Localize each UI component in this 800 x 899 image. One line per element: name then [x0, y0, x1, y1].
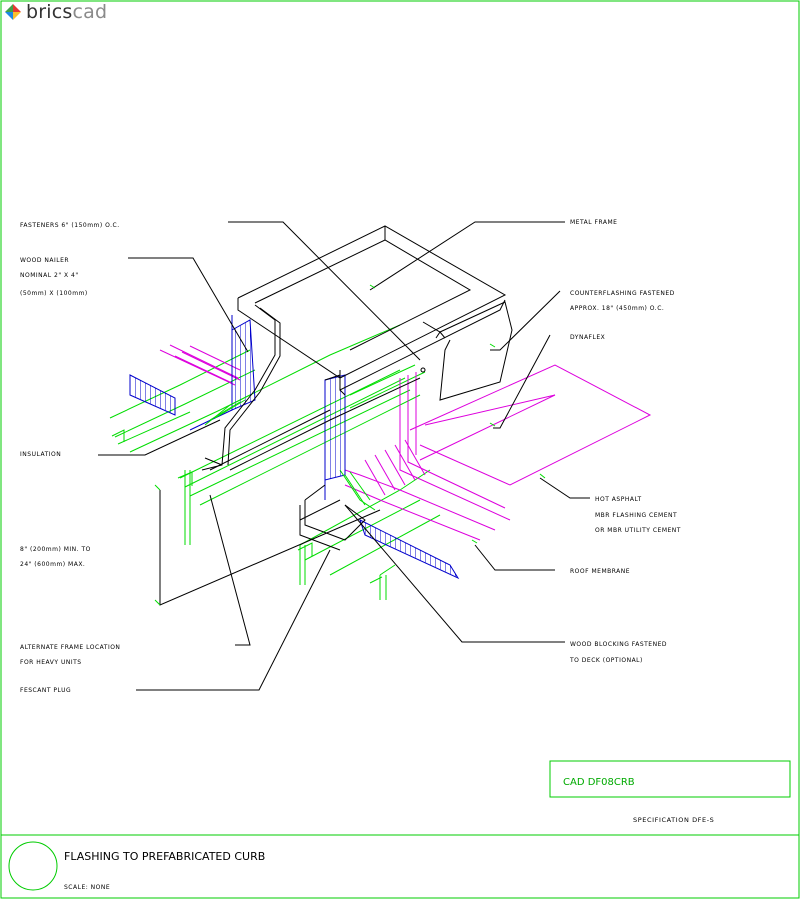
label-roof-membrane: ROOF MEMBRANE [570, 568, 630, 575]
leader-lines [98, 221, 590, 691]
drawing-title: FLASHING TO PREFABRICATED CURB [64, 850, 265, 863]
bricscad-logo: bricscad [4, 1, 107, 23]
scale-label: SCALE: NONE [64, 884, 110, 891]
drawing-code-box [549, 760, 791, 798]
label-insulation: INSULATION [20, 451, 61, 458]
title-circle [8, 841, 58, 891]
label-wood-nailer-2: NOMINAL 2" X 4" [20, 272, 79, 279]
spec-label: SPECIFICATION DFE-S [633, 816, 714, 824]
label-height-1: 8" (200mm) MIN. TO [20, 546, 91, 553]
membrane-layers [159, 344, 652, 541]
label-fasteners: FASTENERS 6" (150mm) O.C. [20, 222, 120, 229]
label-wood-nailer-1: WOOD NAILER [20, 257, 69, 264]
tick-marks [154, 284, 546, 606]
callout-labels: FASTENERS 6" (150mm) O.C. WOOD NAILER NO… [20, 219, 681, 694]
label-hot-asphalt-1: HOT ASPHALT [595, 496, 642, 503]
label-sealant-plug: FESCANT PLUG [20, 687, 71, 694]
bricscad-logo-icon [5, 4, 21, 20]
label-hot-asphalt-3: OR MBR UTILITY CEMENT [595, 527, 681, 534]
drawing-code: CAD DF08CRB [563, 777, 635, 788]
logo-wordmark: bricscad [26, 1, 107, 23]
label-counterflash-2: APPROX. 18" (450mm) O.C. [570, 305, 664, 312]
label-metal-frame: METAL FRAME [570, 219, 617, 226]
label-wood-blocking-2: TO DECK (OPTIONAL) [569, 657, 643, 664]
label-dynaflex: DYNAFLEX [570, 334, 605, 341]
label-counterflash-1: COUNTERFLASHING FASTENED [570, 290, 675, 297]
deck-lines [109, 324, 441, 600]
curb-detail-drawing [98, 221, 652, 691]
label-alt-frame-2: FOR HEAVY UNITS [20, 659, 82, 666]
label-wood-nailer-3: (50mm) X (100mm) [20, 290, 88, 297]
logo-wordmark-a: brics [26, 1, 73, 23]
label-hot-asphalt-2: MBR FLASHING CEMENT [595, 512, 677, 519]
label-alt-frame-1: ALTERNATE FRAME LOCATION [20, 644, 120, 651]
logo-wordmark-b: cad [72, 1, 108, 23]
curb-frame [201, 225, 513, 551]
label-wood-blocking-1: WOOD BLOCKING FASTENED [570, 641, 667, 648]
cant-strips [204, 394, 376, 511]
label-height-2: 24" (600mm) MAX. [20, 561, 85, 568]
